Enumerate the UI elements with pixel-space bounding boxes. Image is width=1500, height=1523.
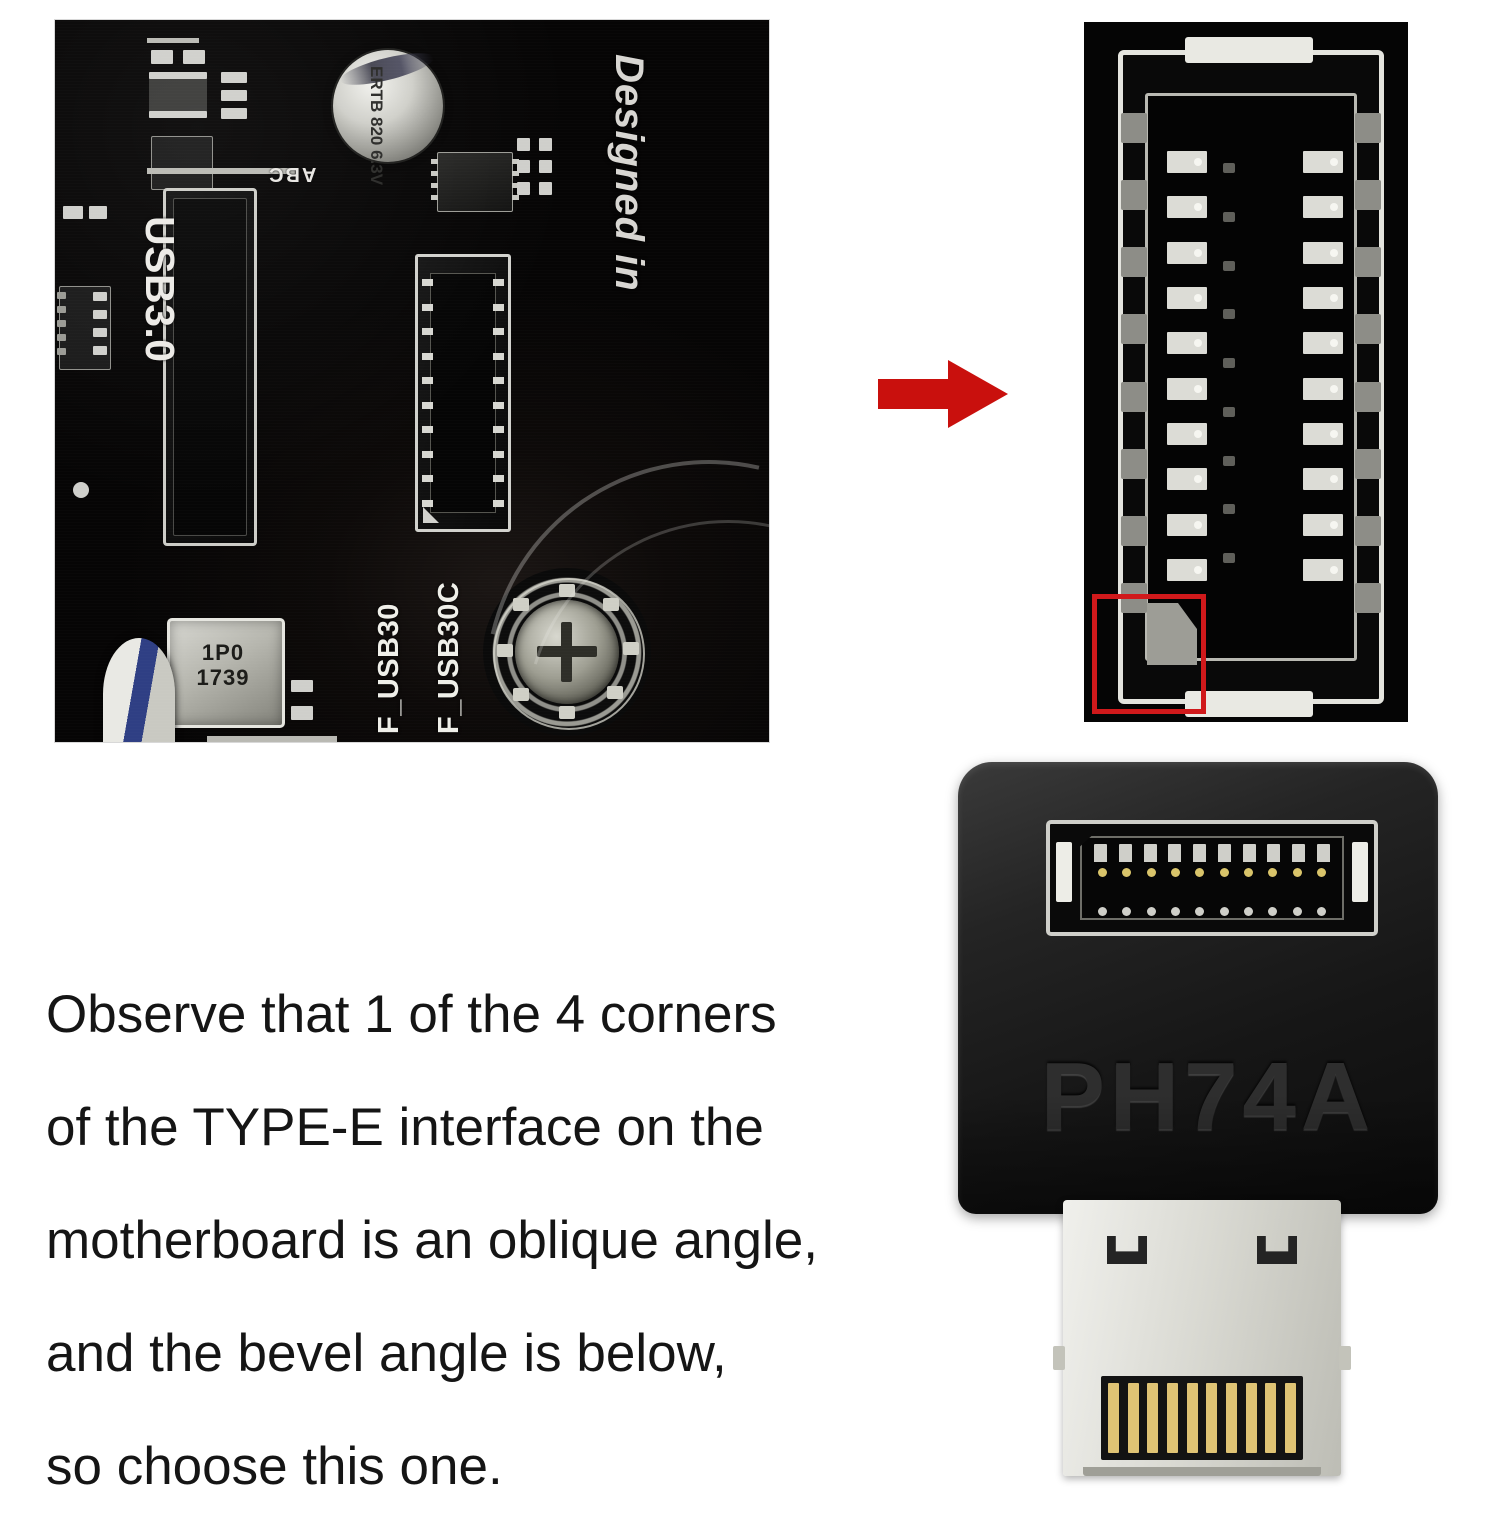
pcb-component-cluster-left	[55, 200, 115, 560]
plug-gold-contacts	[1101, 1376, 1303, 1460]
power-inductor	[167, 618, 285, 728]
silkscreen-usb3-label: USB3.0	[137, 216, 183, 363]
bevel-highlight-box	[1092, 594, 1206, 714]
type-e-female-socket	[1046, 820, 1378, 936]
capacitor-marking: ERTB 820 6.3V	[367, 66, 386, 186]
silkscreen-designed-in: Designed in	[607, 54, 651, 292]
mounting-screw	[483, 568, 651, 736]
silkscreen-f-usb30: F_USB30	[373, 603, 405, 734]
type-e-header-on-board	[415, 254, 511, 532]
caption-line-5: so choose this one.	[46, 1437, 503, 1496]
caption-line-1: Observe that 1 of the 4 corners	[46, 985, 777, 1044]
type-e-header-closeup	[1084, 22, 1408, 722]
motherboard-photo: USB3.0 ABC ERTB 820 6.3V F_USB30 F_USB30…	[55, 20, 769, 742]
caption-line-4: and the bevel angle is below,	[46, 1324, 727, 1383]
plug-dimple-left	[1107, 1236, 1147, 1264]
instruction-caption: Observe that 1 of the 4 corners of the T…	[46, 958, 976, 1523]
plug-dimple-right	[1257, 1236, 1297, 1264]
caption-line-3: motherboard is an oblique angle,	[46, 1211, 818, 1270]
red-arrow-icon	[878, 360, 1008, 428]
blue-capacitor	[103, 638, 175, 742]
usb3-front-header	[163, 188, 257, 546]
adapter-model-label: PH74A	[1040, 1043, 1376, 1150]
adapter-body: PH74A	[958, 762, 1438, 1214]
ph74a-adapter: PH74A	[948, 762, 1448, 1492]
type-e-male-plug	[1053, 1200, 1351, 1476]
electrolytic-capacitor	[333, 46, 443, 162]
inductor-marking: 1P0 1739	[196, 640, 250, 690]
silkscreen-abc-mark: ABC	[267, 163, 317, 185]
caption-line-2: of the TYPE-E interface on the	[46, 1098, 764, 1157]
soic-chip	[431, 152, 519, 212]
silkscreen-f-usb30c: F_USB30C	[433, 581, 465, 734]
